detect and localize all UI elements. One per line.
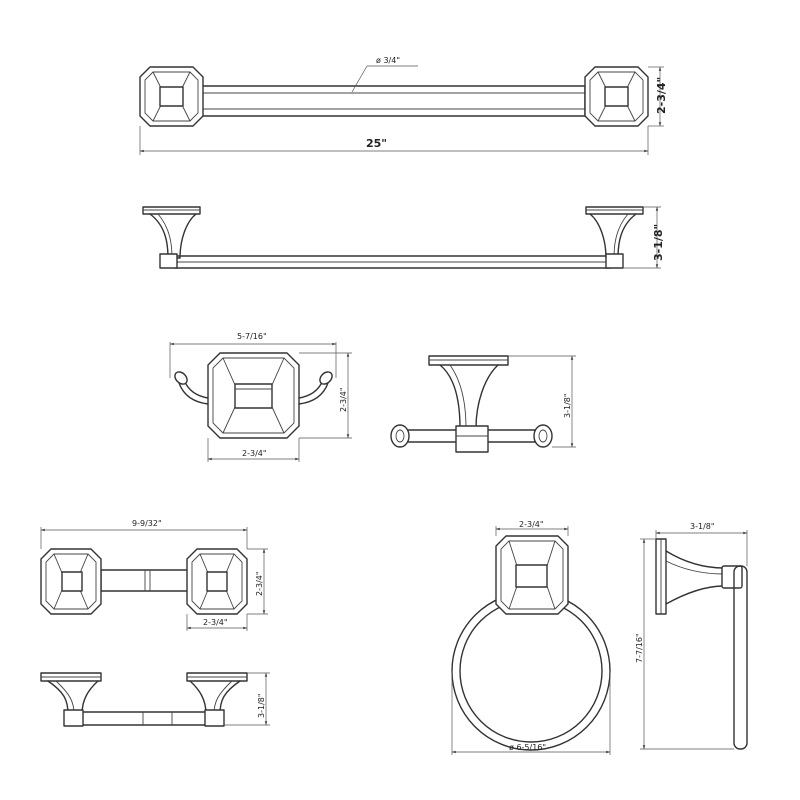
robe-hook-plate [207,352,300,439]
robe-hook-width-label: 5-7/16" [237,332,267,341]
robe-hook-side-base [428,355,509,366]
robe-hook-plate-height-label: 2-3/4" [339,387,348,412]
towel-bar-length-label: 25" [366,137,387,150]
rod-diameter-leader [351,65,368,93]
paper-holder-left-post [40,672,102,727]
robe-hook-front-view: 5-7/16" 2-3/4" 2-3/4" [169,332,352,462]
towel-bar-right-plate [584,66,649,127]
towel-ring-side-collar [721,565,743,589]
towel-bar-right-post [585,206,644,269]
towel-ring-front-view: 2-3/4" ø 6-5/16" [451,520,611,755]
towel-ring-plate [495,535,569,615]
paper-holder-plate-width-label: 2-3/4" [203,618,228,627]
robe-hook-right-arm [298,371,333,405]
robe-hook-plate-width-label: 2-3/4" [242,449,267,458]
paper-holder-length-label: 9-9/32" [132,519,162,528]
towel-bar-depth-label: 3-1/8" [652,224,665,261]
paper-holder-depth-label: 3-1/8" [257,693,266,718]
paper-holder-roller [100,569,198,592]
robe-hook-side-view: 3-1/8" [390,355,576,453]
towel-bar-height-label: 2-3/4" [655,77,668,114]
towel-bar-left-plate [139,66,204,127]
towel-ring-inner [459,599,603,743]
towel-bar-left-post [142,206,201,269]
towel-ring-outer [451,591,611,751]
towel-bar-side-view: 3-1/8" [142,206,665,269]
paper-holder-plate-height-label: 2-3/4" [255,571,264,596]
towel-ring-side-ring [733,565,748,750]
towel-bar-rod [199,85,586,117]
paper-holder-right-plate [186,548,248,615]
towel-ring-diameter-label: ø 6-5/16" [509,743,546,752]
towel-ring-height-label: 7-7/16" [635,633,644,663]
paper-holder-right-post [186,672,248,727]
robe-hook-depth-label: 3-1/8" [563,393,572,418]
robe-hook-side-collar [455,425,489,453]
robe-hook-left-arm [174,371,209,405]
paper-holder-side-roller [79,711,221,726]
paper-holder-left-plate [40,548,102,615]
paper-holder-front-view: 9-9/32" 2-3/4" 2-3/4" [40,519,268,631]
robe-hook-left-knob [390,424,410,448]
towel-ring-depth-label: 3-1/8" [690,522,715,531]
paper-holder-side-view: 3-1/8" [40,672,270,727]
rod-diameter-label: ø 3/4" [376,56,400,65]
robe-hook-right-knob [533,424,553,448]
towel-bar-front-view: ø 3/4" 2-3/4" 25" [139,56,668,155]
towel-ring-plate-width-label: 2-3/4" [519,520,544,529]
towel-ring-side-view: 3-1/8" 7-7/16" [635,522,748,750]
